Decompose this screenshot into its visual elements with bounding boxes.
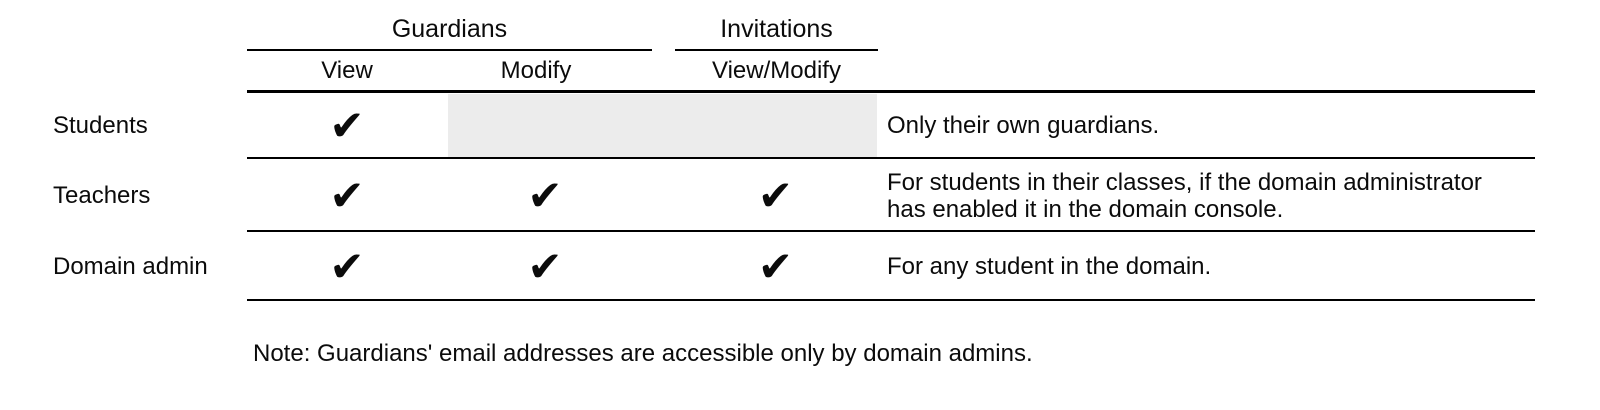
check-icon: ✔: [329, 170, 365, 220]
row-label-domain-admin: Domain admin: [53, 252, 208, 280]
check-icon: ✔: [329, 241, 365, 291]
column-header-view-modify: View/Modify: [712, 57, 841, 84]
cell-teachers-guardians-modify: ✔: [440, 160, 650, 231]
cell-domain-admin-invitations: ✔: [672, 233, 879, 300]
cell-teachers-invitations: ✔: [672, 160, 879, 231]
table-footnote: Note: Guardians' email addresses are acc…: [253, 340, 1033, 367]
check-icon: ✔: [757, 241, 794, 291]
table-bottom-rule: [247, 299, 1535, 301]
blocked-cell-students: [448, 94, 877, 158]
cell-students-guardians-view: ✔: [247, 93, 447, 158]
invitations-underline: [675, 49, 878, 51]
check-icon: ✔: [527, 241, 563, 291]
row-label-teachers: Teachers: [53, 181, 151, 209]
check-icon: ✔: [527, 170, 563, 220]
row-rule: [247, 157, 1535, 159]
row-rule: [247, 230, 1535, 232]
column-group-invitations: Invitations: [720, 14, 833, 43]
guardians-underline: [247, 49, 652, 51]
check-icon: ✔: [757, 170, 794, 220]
cell-teachers-guardians-view: ✔: [247, 160, 447, 231]
note-domain-admin: For any student in the domain.: [887, 253, 1212, 280]
check-icon: ✔: [329, 100, 365, 150]
note-teachers: For students in their classes, if the do…: [887, 168, 1482, 223]
column-group-guardians: Guardians: [391, 14, 508, 43]
cell-domain-admin-guardians-view: ✔: [247, 233, 447, 300]
header-bottom-rule: [247, 90, 1535, 93]
column-header-view: View: [321, 57, 373, 84]
cell-domain-admin-guardians-modify: ✔: [440, 233, 650, 300]
column-header-modify: Modify: [500, 57, 572, 84]
row-label-students: Students: [53, 111, 148, 139]
note-students: Only their own guardians.: [887, 112, 1160, 139]
